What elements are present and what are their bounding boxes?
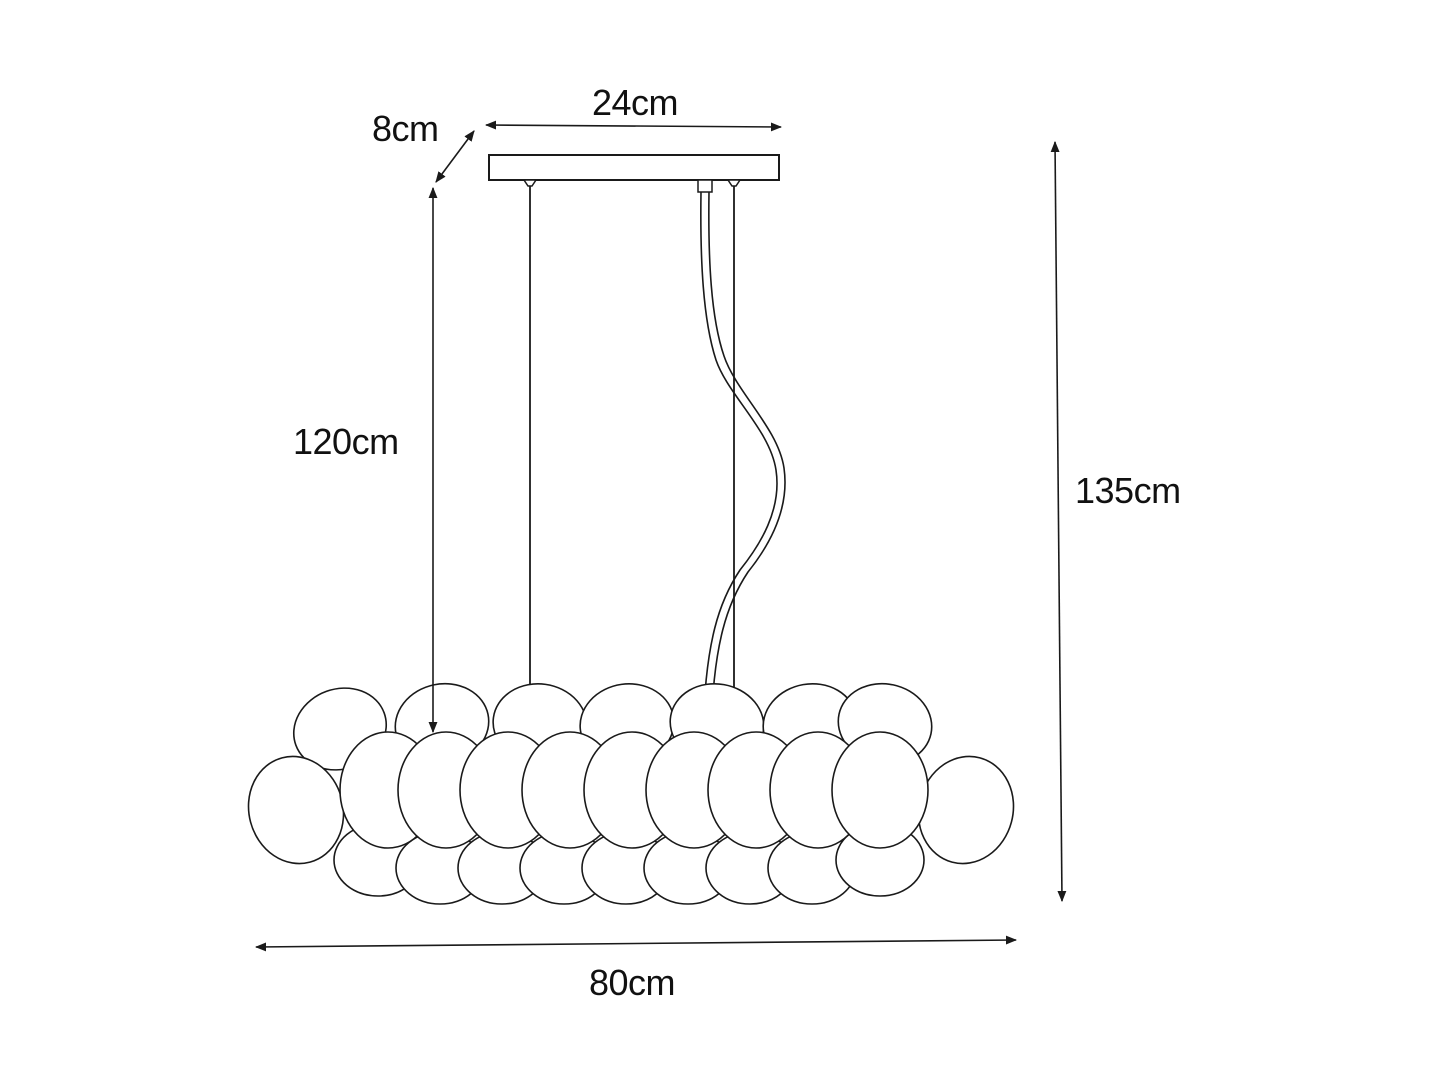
total-height-label: 135cm [1075,470,1181,511]
canopy-depth-arrow [435,130,475,183]
power-cable [700,191,786,736]
total-height-arrow [1050,140,1067,903]
shade-width-label: 80cm [589,962,676,1003]
shade-width-arrow [254,935,1018,952]
glass-globe [831,731,929,849]
ceiling-canopy [488,154,780,181]
glass-globe-cluster [247,682,1015,905]
canopy-width-arrow [484,120,783,132]
canopy-depth-label: 8cm [372,108,439,149]
suspension-length-label: 120cm [293,421,399,462]
canopy-fittings [522,179,742,193]
canopy-width-label: 24cm [592,82,679,123]
